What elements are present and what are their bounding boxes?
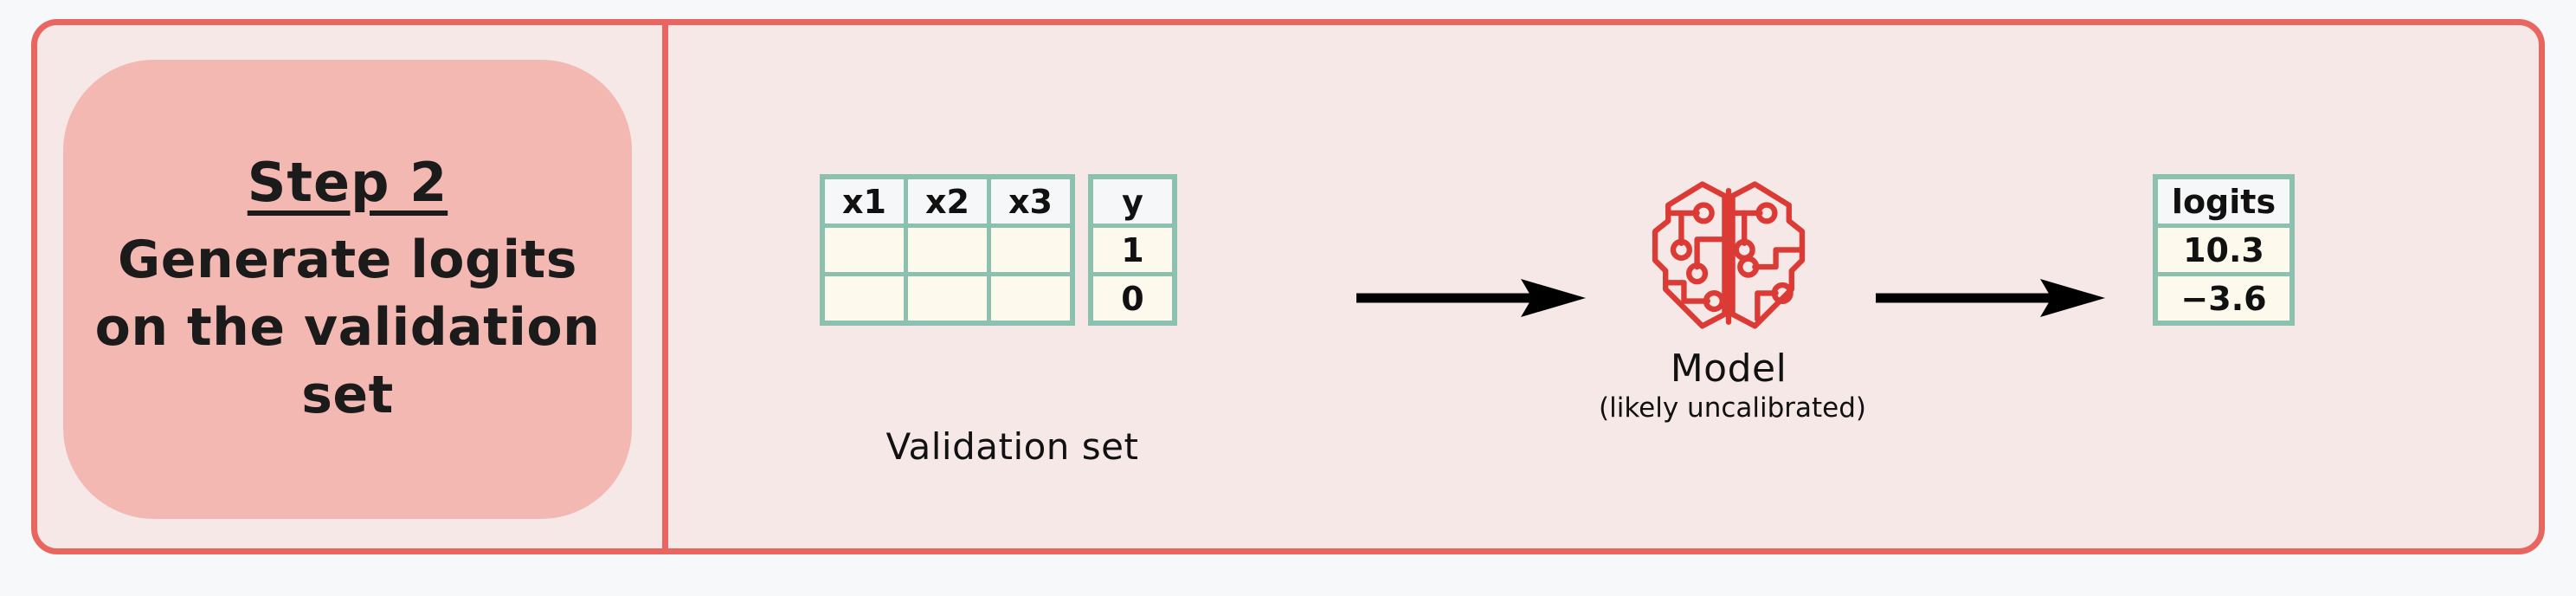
- table-header-row: logits: [2158, 179, 2289, 224]
- column-header-y: y: [1093, 179, 1172, 224]
- step-label-panel: Step 2 Generate logits on the validation…: [37, 25, 662, 548]
- cell-x2-r2: [908, 276, 987, 321]
- cell-x3-r1: [991, 228, 1070, 272]
- validation-set-tables: x1 x2 x3 y: [820, 174, 1177, 326]
- column-header-x2: x2: [908, 179, 987, 224]
- table-row: 1: [1093, 228, 1172, 272]
- table-row: [825, 228, 1070, 272]
- column-header-x1: x1: [825, 179, 904, 224]
- validation-feature-table: x1 x2 x3: [820, 174, 1075, 326]
- table-row: 10.3: [2158, 228, 2289, 272]
- flow-panel: x1 x2 x3 y: [668, 25, 2539, 548]
- cell-y-r2: 0: [1093, 276, 1172, 321]
- cell-x3-r2: [991, 276, 1070, 321]
- validation-target-table: y 1 0: [1088, 174, 1177, 326]
- arrow-to-model-icon: [1356, 279, 1586, 317]
- step-card: Step 2 Generate logits on the validation…: [31, 19, 2545, 554]
- step-description: Generate logits on the validation set: [94, 229, 601, 425]
- cell-y-r1: 1: [1093, 228, 1172, 272]
- column-header-x3: x3: [991, 179, 1070, 224]
- table-header-row: y: [1093, 179, 1172, 224]
- logits-table-group: logits 10.3 −3.6: [2153, 174, 2295, 326]
- table-row: 0: [1093, 276, 1172, 321]
- circuit-brain-icon: [1652, 181, 1806, 329]
- column-header-logits: logits: [2158, 179, 2289, 224]
- table-row: −3.6: [2158, 276, 2289, 321]
- model-sublabel: (likely uncalibrated): [1599, 392, 1867, 424]
- validation-set-caption: Validation set: [886, 425, 1139, 468]
- cell-x1-r2: [825, 276, 904, 321]
- table-header-row: x1 x2 x3: [825, 179, 1070, 224]
- cell-x2-r1: [908, 228, 987, 272]
- table-row: [825, 276, 1070, 321]
- cell-x1-r1: [825, 228, 904, 272]
- cell-logit-r1: 10.3: [2158, 228, 2289, 272]
- step-title: Step 2: [247, 150, 448, 214]
- model-block: Model (likely uncalibrated): [1599, 177, 1867, 424]
- cell-logit-r2: −3.6: [2158, 276, 2289, 321]
- logits-table: logits 10.3 −3.6: [2153, 174, 2295, 326]
- step-badge: Step 2 Generate logits on the validation…: [63, 60, 632, 519]
- model-label: Model: [1670, 347, 1787, 391]
- panel-divider: [662, 25, 668, 548]
- arrow-to-logits-icon: [1876, 279, 2105, 317]
